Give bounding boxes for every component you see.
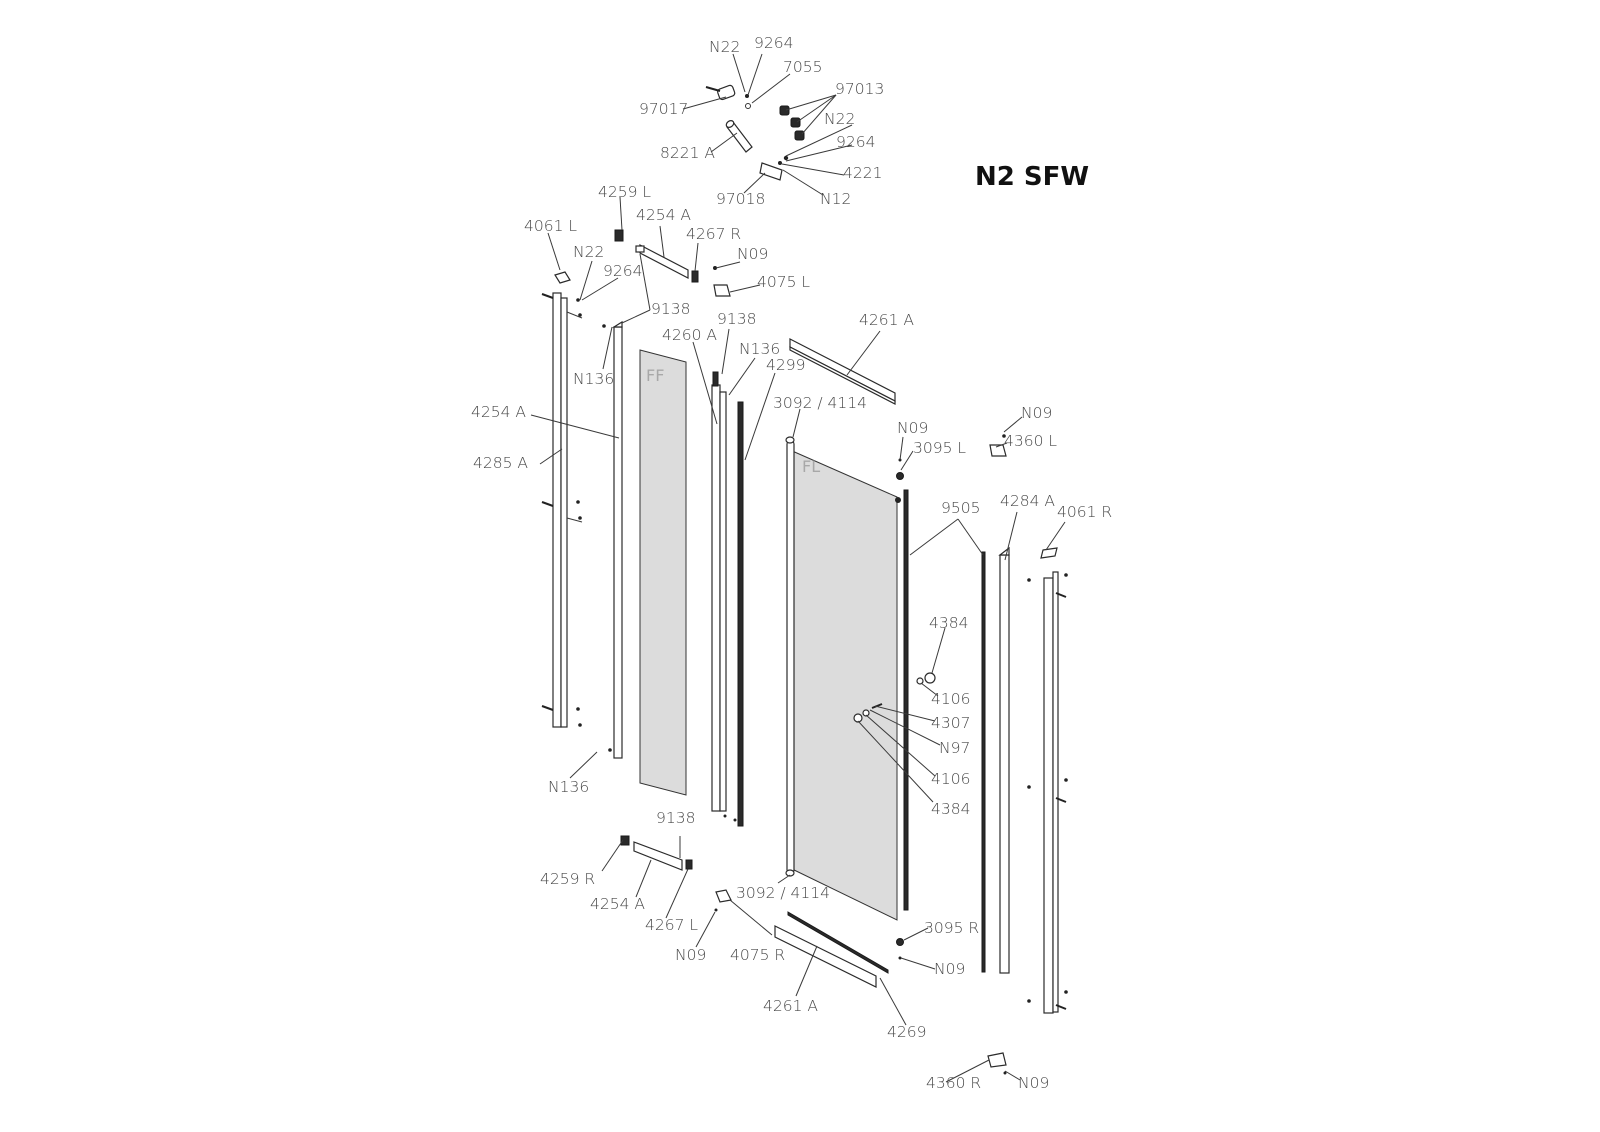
- diagram-title: N2 SFW: [975, 162, 1089, 192]
- fixed-panel-profile: [602, 320, 623, 759]
- top-hinge-assembly: [705, 84, 805, 181]
- label-3092-top: 3092 / 4114: [773, 394, 867, 412]
- label-4260a: 4260 A: [662, 326, 717, 344]
- left-wall-profile: [541, 292, 583, 728]
- label-4384-top: 4384: [929, 614, 968, 632]
- top-track: [789, 338, 896, 405]
- label-4269: 4269: [887, 1023, 926, 1041]
- label-4360l: 4360 L: [1004, 432, 1057, 450]
- label-4267r: 4267 R: [686, 225, 741, 243]
- right-profiles: [981, 434, 1068, 1014]
- label-4261a-bot: 4261 A: [763, 997, 818, 1015]
- label-4254a-side: 4254 A: [471, 403, 526, 421]
- label-n09-bottom: N09: [1018, 1074, 1049, 1092]
- label-n09-bot-right: N09: [934, 960, 965, 978]
- label-3095r: 3095 R: [924, 919, 979, 937]
- bottom-right-bracket: [987, 1052, 1007, 1075]
- label-4254a-top: 4254 A: [636, 206, 691, 224]
- label-9138-left: 9138: [651, 300, 690, 318]
- label-97018: 97018: [716, 190, 765, 208]
- label-n136-bot: N136: [548, 778, 589, 796]
- label-3095l: 3095 L: [913, 439, 966, 457]
- label-8221a: 8221 A: [660, 144, 715, 162]
- label-n09-top: N09: [737, 245, 768, 263]
- label-n09-bot: N09: [675, 946, 706, 964]
- label-3092-bot: 3092 / 4114: [736, 884, 830, 902]
- label-9264-top: 9264: [754, 34, 793, 52]
- door-guides: [896, 458, 904, 960]
- label-4061l: 4061 L: [524, 217, 577, 235]
- bottom-left-assembly: [620, 835, 732, 912]
- label-4106-bot: 4106: [931, 770, 970, 788]
- label-9264-mid: 9264: [836, 133, 875, 151]
- label-n22-mid: N22: [824, 110, 855, 128]
- label-4360r: 4360 R: [926, 1074, 981, 1092]
- label-4254a-bot: 4254 A: [590, 895, 645, 913]
- door-glass-panel: FL: [785, 436, 936, 921]
- label-n22-top: N22: [709, 38, 740, 56]
- label-4259r: 4259 R: [540, 870, 595, 888]
- label-4261a-top: 4261 A: [859, 311, 914, 329]
- label-97017: 97017: [639, 100, 688, 118]
- label-4267l: 4267 L: [645, 916, 698, 934]
- label-4384-bot: 4384: [931, 800, 970, 818]
- label-4075r: 4075 R: [730, 946, 785, 964]
- label-4259l: 4259 L: [598, 183, 651, 201]
- top-left-rail-assembly: [554, 229, 731, 297]
- fixed-glass-panel: FF: [639, 349, 687, 796]
- label-4284a: 4284 A: [1000, 492, 1055, 510]
- label-4307: 4307: [931, 714, 970, 732]
- label-4285a: 4285 A: [473, 454, 528, 472]
- label-4299: 4299: [766, 356, 805, 374]
- label-7055: 7055: [783, 58, 822, 76]
- label-9264-left: 9264: [603, 262, 642, 280]
- label-4221: 4221: [843, 164, 882, 182]
- label-4061r: 4061 R: [1057, 503, 1112, 521]
- bottom-tracks: [774, 911, 889, 988]
- parts-drawing: FF FL: [541, 84, 1068, 1075]
- label-97013: 97013: [835, 80, 884, 98]
- label-n09-door: N09: [897, 419, 928, 437]
- label-4075l: 4075 L: [757, 273, 810, 291]
- middle-profile: [711, 371, 744, 827]
- label-4106-top: 4106: [931, 690, 970, 708]
- label-n136-left: N136: [573, 370, 614, 388]
- label-9505: 9505: [941, 499, 980, 517]
- label-n136-top: N136: [739, 340, 780, 358]
- label-9138-bot: 9138: [656, 809, 695, 827]
- label-n22-left: N22: [573, 243, 604, 261]
- label-n97: N97: [939, 739, 970, 757]
- label-n12: N12: [820, 190, 851, 208]
- label-n09-right: N09: [1021, 404, 1052, 422]
- fixed-glass-label: FF: [646, 366, 664, 385]
- part-labels: N22 9264 7055 97013 97017 N22 9264 8221 …: [471, 34, 1112, 1092]
- leader-lines: [530, 53, 1066, 1083]
- door-glass-label: FL: [802, 457, 820, 476]
- label-9138-mid: 9138: [717, 310, 756, 328]
